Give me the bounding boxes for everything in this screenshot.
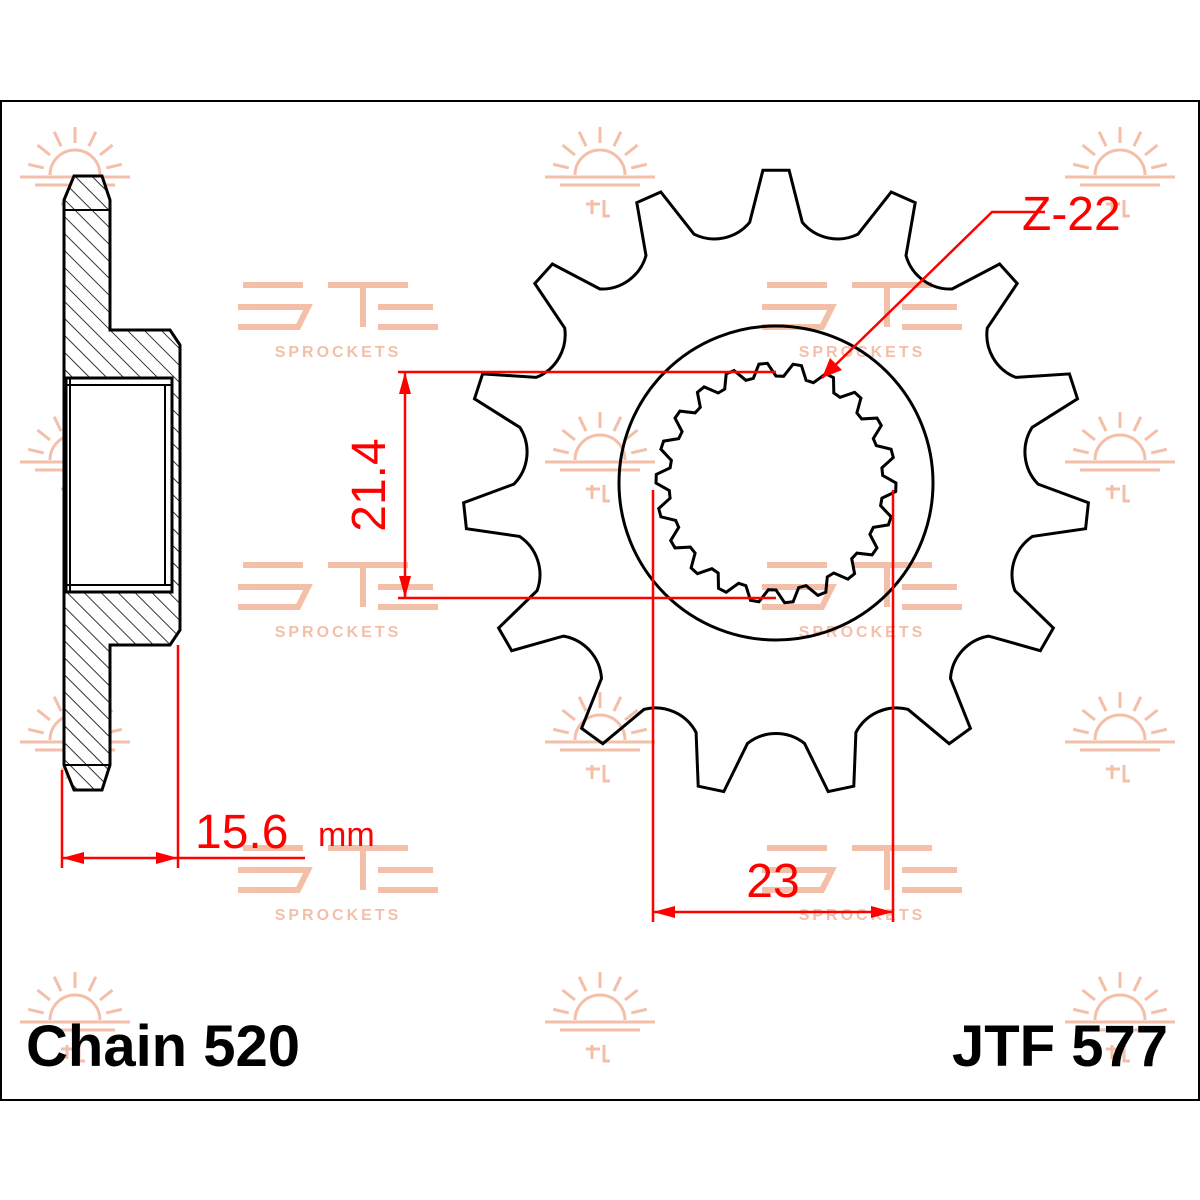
teeth-count-label: Z-22 xyxy=(1022,188,1121,241)
dimension-lines xyxy=(60,210,1045,922)
jt-sunrise-logo-icon xyxy=(545,692,655,783)
watermark-brand-text: SPROCKETS xyxy=(275,907,402,924)
watermark-brand-text: SPROCKETS xyxy=(275,624,402,641)
watermark-brand-text: SPROCKETS xyxy=(799,344,926,361)
jt-sunrise-logo-icon xyxy=(1065,127,1175,218)
offset-dimension-label: 15.6 xyxy=(195,806,288,859)
chain-size-label: Chain 520 xyxy=(26,1014,300,1079)
spline-outer-diameter-label: 23 xyxy=(746,855,799,908)
spline-inner-diameter-label: 21.4 xyxy=(343,438,396,531)
sprocket-teeth-outline xyxy=(461,168,1091,794)
jt-sunrise-logo-icon xyxy=(1065,972,1175,1063)
watermark-brand-text: SPROCKETS xyxy=(799,907,926,924)
jt-sunrise-logo-icon xyxy=(20,972,130,1063)
part-number-label: JTF 577 xyxy=(952,1014,1168,1079)
watermark-brand: SPROCKETS xyxy=(238,845,438,924)
jt-sunrise-logo-icon xyxy=(545,972,655,1063)
watermark-brand: SPROCKETS xyxy=(238,282,438,361)
jt-sunrise-logo-icon xyxy=(1065,692,1175,783)
spline-bore-outline xyxy=(654,361,898,605)
sprocket-front-view xyxy=(461,168,1091,794)
jt-sunrise-logo-icon xyxy=(545,412,655,503)
jt-sunrise-logo-icon xyxy=(1065,412,1175,503)
watermark-brand-text: SPROCKETS xyxy=(275,344,402,361)
watermark-brand-text: SPROCKETS xyxy=(799,624,926,641)
jt-sunrise-logo-icon xyxy=(545,127,655,218)
drawing-frame xyxy=(0,100,1200,1101)
watermark-brand: SPROCKETS xyxy=(762,282,962,361)
sprocket-hub-circle xyxy=(617,324,935,642)
offset-unit-label: mm xyxy=(318,816,375,854)
dimension-arrowheads xyxy=(62,358,893,918)
sprocket-side-profile xyxy=(62,174,182,792)
watermark-brand: SPROCKETS xyxy=(238,562,438,641)
